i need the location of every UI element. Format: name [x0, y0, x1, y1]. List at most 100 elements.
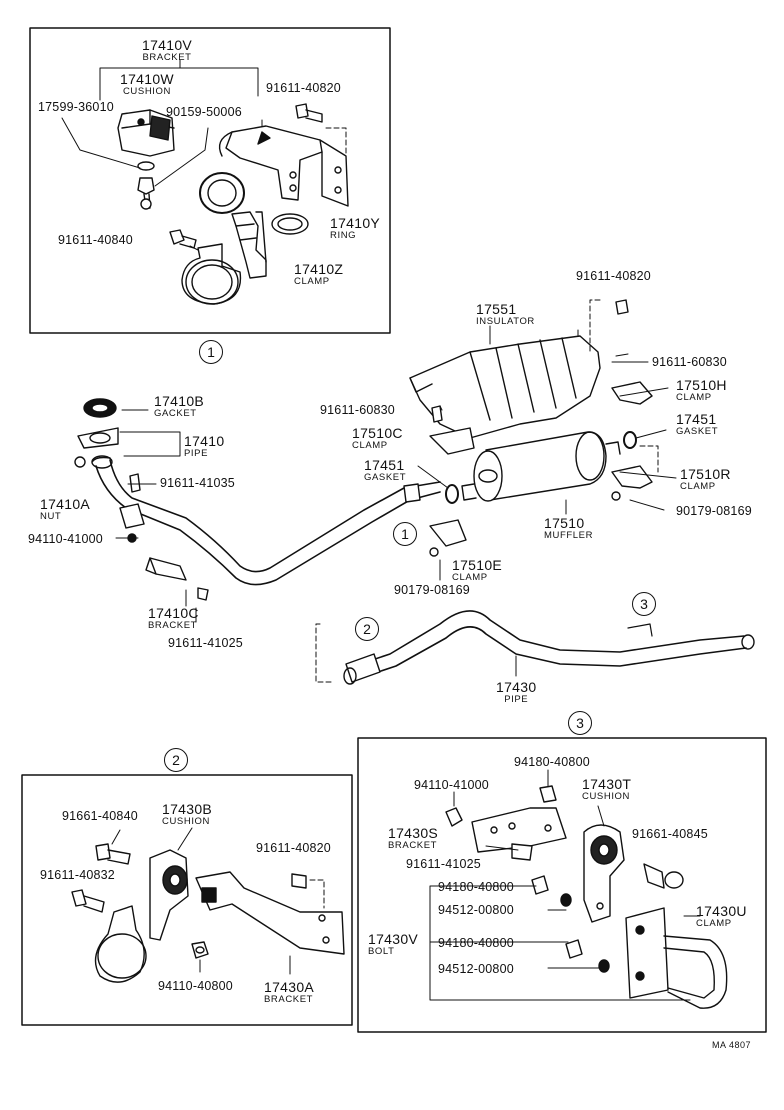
- bracket-icon: [145, 557, 187, 581]
- leader-lines: [115, 325, 677, 539]
- part-number: 17451: [364, 457, 405, 473]
- part-number: 17430: [496, 679, 537, 695]
- part-name: CLAMP: [680, 481, 716, 492]
- label-17510c: 17510C CLAMP: [352, 426, 403, 451]
- front-pipe: [109, 459, 441, 573]
- part-number: 17551: [476, 301, 517, 317]
- part-number: 17510H: [676, 377, 727, 393]
- label-17510h: 17510H CLAMP: [676, 378, 727, 403]
- tail-pipe: [365, 626, 747, 677]
- callout-3: 3: [568, 711, 592, 735]
- label-91661-40840: 91661-40840: [62, 809, 138, 823]
- nut-icon: [191, 941, 209, 959]
- pipe-clamp-icon: [119, 503, 145, 529]
- label-94180-40800-b: 94180-40800: [438, 880, 514, 894]
- part-name: BRACKET: [264, 994, 314, 1005]
- label-91611-41025-a: 91611-41025: [168, 636, 243, 650]
- part-name: GACKET: [154, 408, 197, 419]
- part-name: CUSHION: [162, 816, 211, 827]
- bolt-icon: [291, 873, 307, 889]
- bolt-icon: [129, 473, 141, 493]
- label-91661-40845: 91661-40845: [632, 827, 708, 841]
- label-17410: 17410 PIPE: [184, 434, 224, 459]
- part-number: 17410Y: [330, 215, 381, 231]
- nut-icon: [611, 491, 621, 501]
- callout-3-pipe: 3: [632, 592, 656, 616]
- nut-icon: [539, 785, 557, 803]
- part-name: INSULATOR: [476, 316, 535, 327]
- bolt-icon: [169, 229, 197, 249]
- part-number: 17510C: [352, 425, 403, 441]
- part-number: 17410A: [40, 496, 91, 512]
- nut-icon: [565, 939, 583, 959]
- label-17410c: 17410C BRACKET: [148, 606, 199, 631]
- label-94110-40800: 94110-40800: [158, 979, 233, 993]
- part-name: PIPE: [504, 694, 529, 705]
- label-17410v: 17410V BRACKET: [142, 38, 192, 63]
- part-number: 17510E: [452, 557, 503, 573]
- band-clamp-icon: [94, 905, 147, 983]
- u-bolt-clamp-icon: [625, 907, 728, 1009]
- part-name: BRACKET: [148, 620, 198, 631]
- label-17599-36010: 17599-36010: [38, 100, 114, 114]
- label-17430a: 17430A BRACKET: [264, 980, 314, 1005]
- part-number: 17410W: [120, 71, 174, 87]
- label-17430b: 17430B CUSHION: [162, 802, 212, 827]
- band-clamp-icon: [181, 243, 242, 305]
- pipe-clamp-icon: [345, 653, 381, 683]
- clamp-icon: [231, 211, 267, 279]
- label-17551: 17551 INSULATOR: [476, 302, 535, 327]
- label-94512-00800-b: 94512-00800: [438, 962, 514, 976]
- part-name: CLAMP: [352, 440, 388, 451]
- part-number: 17410V: [142, 37, 193, 53]
- clamp-icon: [611, 381, 653, 405]
- label-94180-40800-a: 94180-40800: [514, 755, 590, 769]
- detail-frame-1: [29, 27, 391, 334]
- tail-pipe: [359, 610, 745, 665]
- cushion-icon: [583, 824, 625, 923]
- part-number: 17451: [676, 411, 717, 427]
- part-number: 17410Z: [294, 261, 344, 277]
- heat-insulator-icon: [409, 335, 601, 439]
- part-number: 17510R: [680, 466, 731, 482]
- label-17430v: 17430V BOLT: [368, 932, 418, 957]
- gasket-icon: [445, 484, 459, 504]
- part-number: 17430V: [368, 931, 419, 947]
- label-94110-41000-b: 94110-41000: [414, 778, 489, 792]
- callout-1-pipe: 1: [393, 522, 417, 546]
- label-91611-41025-b: 91611-41025: [406, 857, 481, 871]
- ring-icon: [271, 213, 309, 235]
- part-name: MUFFLER: [544, 530, 594, 541]
- part-name: BRACKET: [388, 840, 438, 851]
- part-name: NUT: [40, 511, 62, 522]
- muffler-icon: [461, 431, 621, 502]
- label-90159-50006: 90159-50006: [166, 105, 242, 119]
- label-17430s: 17430S BRACKET: [388, 826, 438, 851]
- bolt-icon: [197, 587, 209, 601]
- bolt-icon: [643, 863, 684, 889]
- leader-lines: [429, 885, 701, 1001]
- label-17410z: 17410Z CLAMP: [294, 262, 343, 287]
- label-17430u: 17430U CLAMP: [696, 904, 747, 929]
- part-number: 17410: [184, 433, 225, 449]
- part-number: 17510: [544, 515, 585, 531]
- part-name: GASKET: [676, 426, 719, 437]
- label-91611-40820-b: 91611-40820: [576, 269, 651, 283]
- part-name: CUSHION: [122, 86, 171, 97]
- label-90179-08169-b: 90179-08169: [394, 583, 470, 597]
- label-17410a: 17410A NUT: [40, 497, 90, 522]
- leader-lines: [99, 59, 259, 101]
- part-name: RING: [330, 230, 357, 241]
- part-number: 17430S: [388, 825, 439, 841]
- clamp-icon: [611, 465, 653, 489]
- bolt-icon: [137, 177, 155, 210]
- part-name: CLAMP: [696, 918, 732, 929]
- ring-icon: [199, 172, 245, 214]
- callout-2: 2: [164, 748, 188, 772]
- part-name: PIPE: [184, 448, 209, 459]
- label-94512-00800-a: 94512-00800: [438, 903, 514, 917]
- label-17410b: 17410B GACKET: [154, 394, 204, 419]
- label-91611-60830-a: 91611-60830: [652, 355, 727, 369]
- label-94180-40800-c: 94180-40800: [438, 936, 514, 950]
